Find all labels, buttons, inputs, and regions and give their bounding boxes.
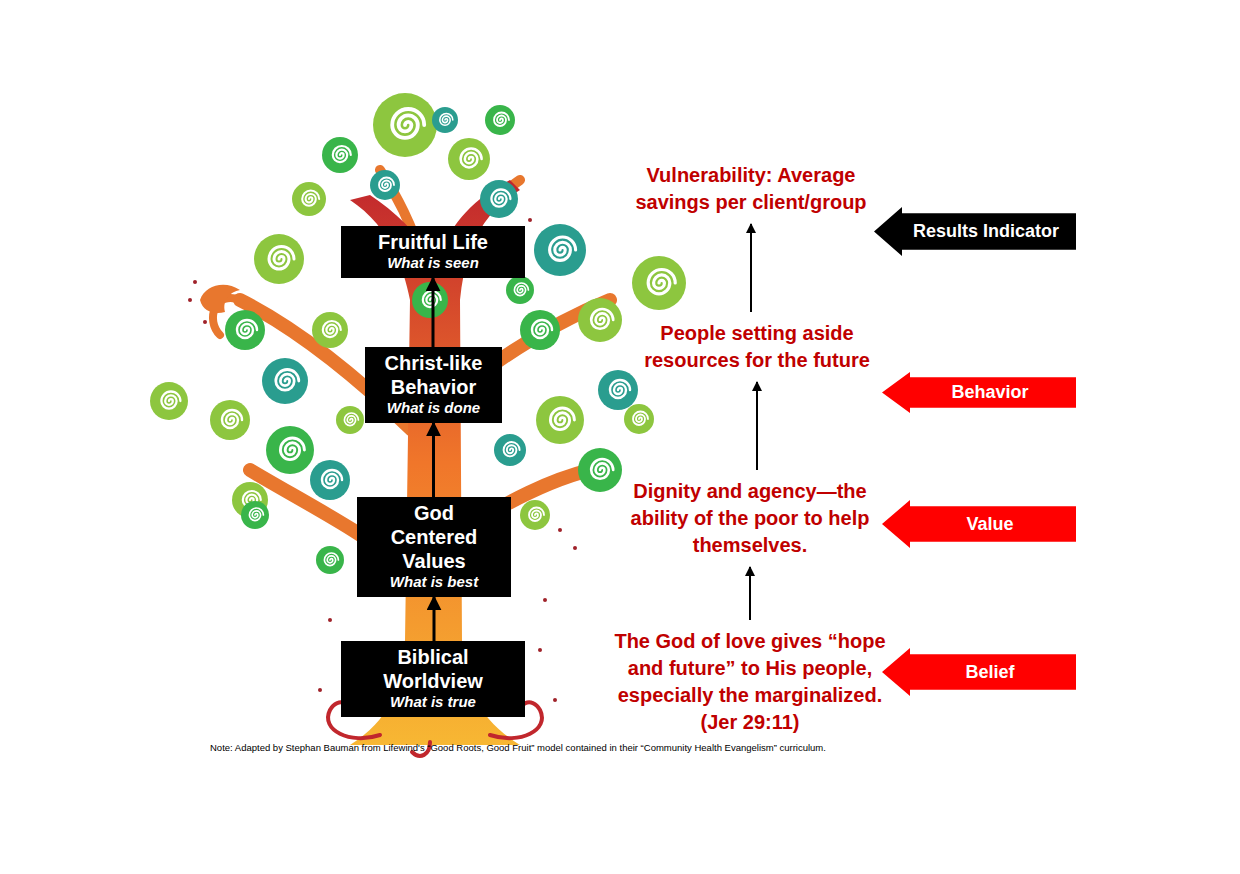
leaf-spiral <box>448 138 490 180</box>
leaf-spiral <box>520 310 560 350</box>
leaf-spiral <box>578 298 622 342</box>
arrow-tag: Value <box>882 500 1076 548</box>
node-title: Biblical Worldview <box>355 645 511 693</box>
node-subtitle: What is seen <box>355 254 511 273</box>
node-title: Vulnerability: Average savings per clien… <box>625 162 877 216</box>
example-text: People setting aside resources for the f… <box>637 320 877 374</box>
dot <box>573 546 577 550</box>
dot <box>328 618 332 622</box>
flow-arrow <box>432 278 435 347</box>
leaf-spiral <box>632 256 686 310</box>
arrow-tag: Belief <box>882 648 1076 696</box>
dot <box>553 698 557 702</box>
flow-arrow <box>432 423 435 497</box>
leaf-spiral <box>316 546 344 574</box>
example-text: Vulnerability: Average savings per clien… <box>625 162 877 216</box>
dot <box>188 298 192 302</box>
flow-arrow <box>750 224 752 312</box>
level-box: God Centered ValuesWhat is best <box>357 497 511 597</box>
leaf-spiral <box>310 460 350 500</box>
arrow-fill <box>874 207 1076 256</box>
leaf-spiral <box>536 396 584 444</box>
arrow-fill <box>882 500 1076 548</box>
node-subtitle: What is true <box>355 693 511 712</box>
dot <box>193 280 197 284</box>
leaf-spiral <box>336 406 364 434</box>
leaf-spiral <box>480 180 518 218</box>
leaf-spiral <box>312 312 348 348</box>
node-title: Behavior <box>951 382 1028 403</box>
leaf-spiral <box>520 500 550 530</box>
node-title: Belief <box>965 662 1014 683</box>
note-text: Note: Adapted by Stephan Bauman from Lif… <box>210 742 826 753</box>
leaf-spiral <box>241 501 269 529</box>
node-subtitle: What is best <box>371 573 497 592</box>
leaf-spiral <box>506 276 534 304</box>
node-title: The God of love gives “hope and future” … <box>605 628 895 736</box>
dot <box>203 320 207 324</box>
leaf-spiral <box>373 93 437 157</box>
flow-arrow <box>433 597 436 641</box>
node-title: Value <box>966 514 1013 535</box>
leaf-spiral <box>598 370 638 410</box>
node-title: Dignity and agency—the ability of the po… <box>610 478 890 559</box>
node-title: People setting aside resources for the f… <box>637 320 877 374</box>
dot <box>538 648 542 652</box>
leaf-spiral <box>494 434 526 466</box>
leaf-spiral <box>624 404 654 434</box>
bird <box>200 285 240 313</box>
dot <box>318 688 322 692</box>
dot <box>558 528 562 532</box>
node-subtitle: What is done <box>379 399 488 418</box>
leaf-spiral <box>292 182 326 216</box>
node-title: Christ-like Behavior <box>379 351 488 399</box>
node-title: Results Indicator <box>913 221 1059 242</box>
leaf-spiral <box>578 448 622 492</box>
node-title: God Centered Values <box>371 501 497 573</box>
level-box: Fruitful LifeWhat is seen <box>341 226 525 278</box>
level-box: Biblical WorldviewWhat is true <box>341 641 525 717</box>
leaf-spiral <box>266 426 314 474</box>
flow-arrow <box>756 382 758 470</box>
flow-arrow <box>749 567 751 620</box>
leaf-spiral <box>254 234 304 284</box>
dot <box>543 598 547 602</box>
leaf-spiral <box>150 382 188 420</box>
arrow-tag: Results Indicator <box>874 207 1076 256</box>
example-text: The God of love gives “hope and future” … <box>605 628 895 736</box>
leaf-spiral <box>432 107 458 133</box>
dot <box>528 218 532 222</box>
example-text: Dignity and agency—the ability of the po… <box>610 478 890 559</box>
leaf-spiral <box>322 137 358 173</box>
arrow-fill <box>882 648 1076 696</box>
leaf-spiral <box>210 400 250 440</box>
leaf-spiral <box>485 105 515 135</box>
dots <box>188 218 577 702</box>
leaf-spiral <box>534 224 586 276</box>
leaf-spiral <box>370 170 400 200</box>
node-title: Fruitful Life <box>355 230 511 254</box>
arrow-fill <box>882 372 1076 413</box>
leaf-spiral <box>262 358 308 404</box>
leaf-spiral <box>412 282 448 318</box>
leaf-spiral <box>225 310 265 350</box>
level-box: Christ-like BehaviorWhat is done <box>365 347 502 423</box>
arrow-tag: Behavior <box>882 372 1076 413</box>
